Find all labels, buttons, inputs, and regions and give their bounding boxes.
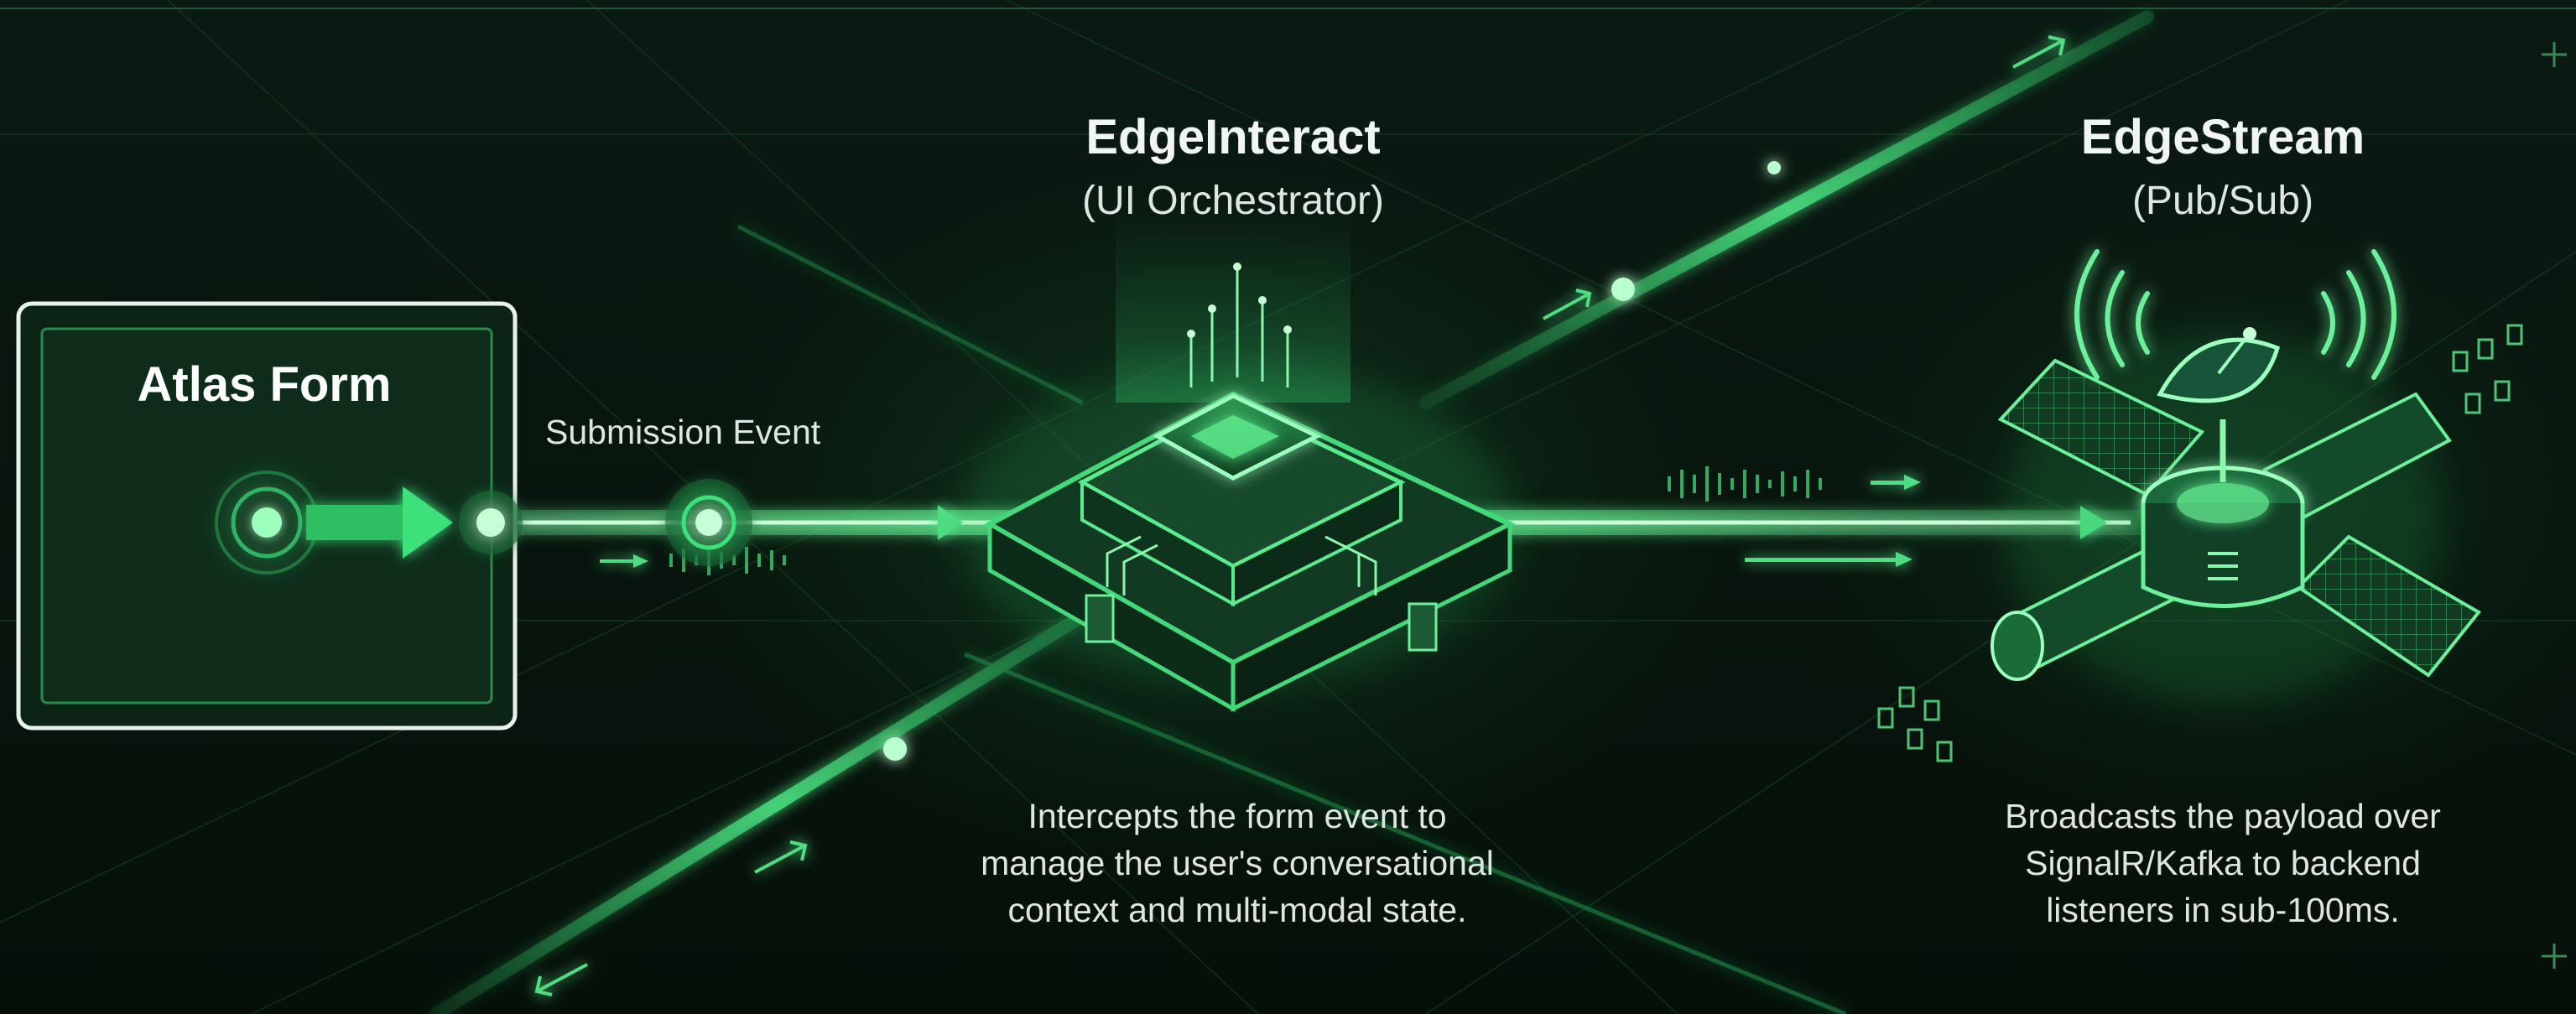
solar-panel-upper-left [1997,358,2205,497]
edge-stream-description-line: listeners in sub-100ms. [2046,891,2400,929]
edge-stream-description-line: SignalR/Kafka to backend [2025,844,2421,882]
submission-event-label: Submission Event [545,413,821,451]
atlas-form-title: Atlas Form [137,357,392,412]
diagonal-arrow-icons [534,35,2066,996]
glowing-dot-icon [215,471,319,575]
edge-stream-title: EdgeStream [2080,110,2365,164]
corner-crosshair-icon [2542,42,2567,969]
edge-stream-description: Broadcasts the payload over SignalR/Kafk… [1904,793,2542,933]
data-packet-icons [1877,324,2523,762]
satellite-icon [1991,327,2482,705]
form-output-arrow [306,486,453,559]
edge-interact-description-line: manage the user's conversational [981,844,1494,882]
chip-stack-icon [960,210,1516,713]
edge-interact-description: Intercepts the form event to manage the … [923,793,1552,933]
submission-event-nodes [459,479,752,566]
diagonal-beam [429,10,2154,1014]
broadcast-waves-icon [2074,249,2396,380]
edge-interact-title: EdgeInteract [1085,110,1381,164]
edge-stream-subtitle: (Pub/Sub) [2131,179,2314,223]
solar-panel-lower-right [2295,534,2482,678]
edge-interact-description-line: Intercepts the form event to [1028,797,1447,835]
edge-interact-description-line: context and multi-modal state. [1007,891,1467,929]
edge-interact-subtitle: (UI Orchestrator) [1081,179,1385,223]
edge-stream-description-line: Broadcasts the payload over [2005,797,2441,835]
